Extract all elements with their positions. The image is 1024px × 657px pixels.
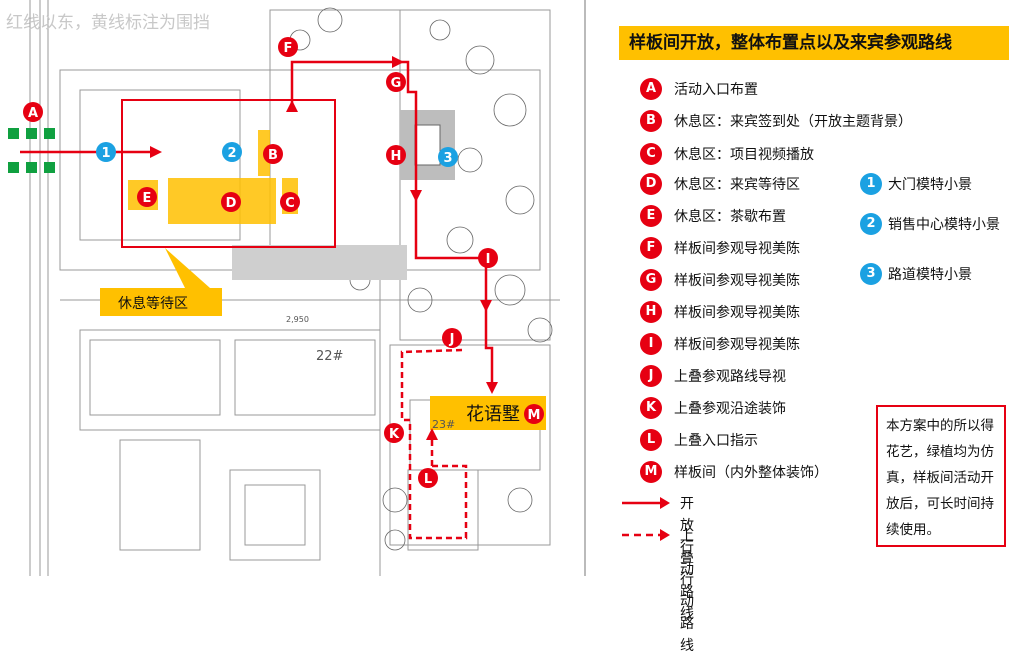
legend-text-k: 上叠参观沿途装饰 [674, 401, 786, 417]
plan-marker-g: G [386, 72, 406, 92]
open-route-line [20, 60, 494, 390]
panel-title: 样板间开放，整体布置点以及来宾参观路线 [619, 26, 1009, 60]
legend-badge-b: B [640, 110, 662, 132]
legend-text-f: 样板间参观导视美陈 [674, 241, 800, 257]
svg-text:C: C [285, 196, 295, 211]
rest-area-callout [100, 288, 222, 316]
svg-text:D: D [226, 196, 237, 211]
svg-text:A: A [28, 106, 38, 121]
rest-area-label: 休息等待区 [118, 295, 188, 312]
legend-badge-i: I [640, 333, 662, 355]
svg-text:G: G [391, 76, 402, 91]
svg-text:E: E [143, 191, 152, 206]
plan-marker-b: B [263, 144, 283, 164]
legend-badge-e: E [640, 205, 662, 227]
svg-text:I: I [486, 252, 491, 267]
legend-badge-d: D [640, 173, 662, 195]
plan-marker-a: A [23, 102, 43, 122]
plan-marker-2: 2 [222, 142, 242, 162]
legend-badge-j: J [640, 365, 662, 387]
svg-text:3: 3 [443, 151, 452, 166]
plan-markers-red: A B C D E F G H I J K L M [23, 37, 544, 488]
legend-text-m: 样板间（内外整体装饰） [674, 465, 828, 481]
legend-text-g: 样板间参观导视美陈 [674, 273, 800, 289]
plan-marker-h: H [386, 145, 406, 165]
svg-text:2: 2 [227, 146, 236, 161]
plan-marker-l: L [418, 468, 438, 488]
plan-linework [29, 0, 560, 576]
plan-marker-m: M [524, 404, 544, 424]
legend-text-1: 大门模特小景 [888, 177, 972, 193]
plan-marker-1: 1 [96, 142, 116, 162]
upper-route-line [400, 348, 468, 540]
villa-label: 花语墅 [466, 404, 520, 425]
site-plan: 休息等待区 红线以东，黄线标注为围挡 22# 23# 2,950 花语墅 A B… [6, 0, 560, 576]
plan-marker-j: J [442, 328, 462, 348]
plan-marker-3: 3 [438, 147, 458, 167]
legend-badge-f: F [640, 237, 662, 259]
legend-text-e: 休息区：茶歇布置 [674, 209, 786, 225]
legend-text-d: 休息区：来宾等待区 [674, 177, 800, 193]
svg-text:K: K [389, 427, 400, 442]
plan-marker-i: I [478, 248, 498, 268]
legend-badge-c: C [640, 143, 662, 165]
upper-route-arrow [426, 428, 438, 440]
legend-text-i: 样板间参观导视美陈 [674, 337, 800, 353]
plan-top-note: 红线以东，黄线标注为围挡 [6, 13, 210, 33]
plan-marker-e: E [137, 187, 157, 207]
legend-badge-a: A [640, 78, 662, 100]
legend-text-h: 样板间参观导视美陈 [674, 305, 800, 321]
svg-text:B: B [268, 148, 278, 163]
solid-arrow-icon [622, 497, 670, 509]
building-number-label: 22# [316, 349, 343, 364]
legend-badge-1: 1 [860, 173, 882, 195]
panel-divider [584, 0, 586, 576]
legend-text-a: 活动入口布置 [674, 82, 758, 98]
legend-text-b: 休息区：来宾签到处（开放主题背景） [674, 114, 912, 130]
plan-marker-f: F [278, 37, 298, 57]
legend-badge-m: M [640, 461, 662, 483]
plan-markers-blue: 1 2 3 [96, 142, 458, 167]
legend-text-j: 上叠参观路线导视 [674, 369, 786, 385]
svg-text:F: F [284, 41, 293, 56]
open-route-arrows [150, 56, 498, 394]
legend-badge-l: L [640, 429, 662, 451]
svg-text:L: L [424, 472, 432, 487]
legend-badge-g: G [640, 269, 662, 291]
plan-marker-k: K [384, 423, 404, 443]
plan-marker-d: D [221, 192, 241, 212]
dimension-label: 2,950 [286, 315, 309, 324]
svg-text:M: M [528, 408, 541, 423]
note-box: 本方案中的所以得花艺，绿植均为仿真，样板间活动开放后，可长时间持续使用。 [876, 405, 1006, 547]
legend-text-3: 路道模特小景 [888, 267, 972, 283]
legend-upper-route-text: 上叠行动路线 [680, 528, 694, 654]
rest-area-callout-pointer [165, 248, 210, 288]
svg-text:H: H [391, 149, 402, 164]
building-number-label-2: 23# [432, 418, 455, 431]
legend-badge-k: K [640, 397, 662, 419]
legend-badge-h: H [640, 301, 662, 323]
legend-text-2: 销售中心模特小景 [888, 217, 1000, 233]
rest-area-frame [121, 99, 336, 248]
legend-text-c: 休息区：项目视频播放 [674, 147, 814, 163]
svg-text:J: J [449, 332, 455, 347]
legend-badge-3: 3 [860, 263, 882, 285]
entrance-gates [8, 128, 55, 173]
hatched-strips [232, 110, 455, 280]
planting-pattern [289, 7, 553, 551]
legend-text-l: 上叠入口指示 [674, 433, 758, 449]
legend-badge-2: 2 [860, 213, 882, 235]
svg-text:1: 1 [101, 146, 110, 161]
plan-marker-c: C [280, 192, 300, 212]
dashed-arrow-icon [622, 529, 670, 541]
